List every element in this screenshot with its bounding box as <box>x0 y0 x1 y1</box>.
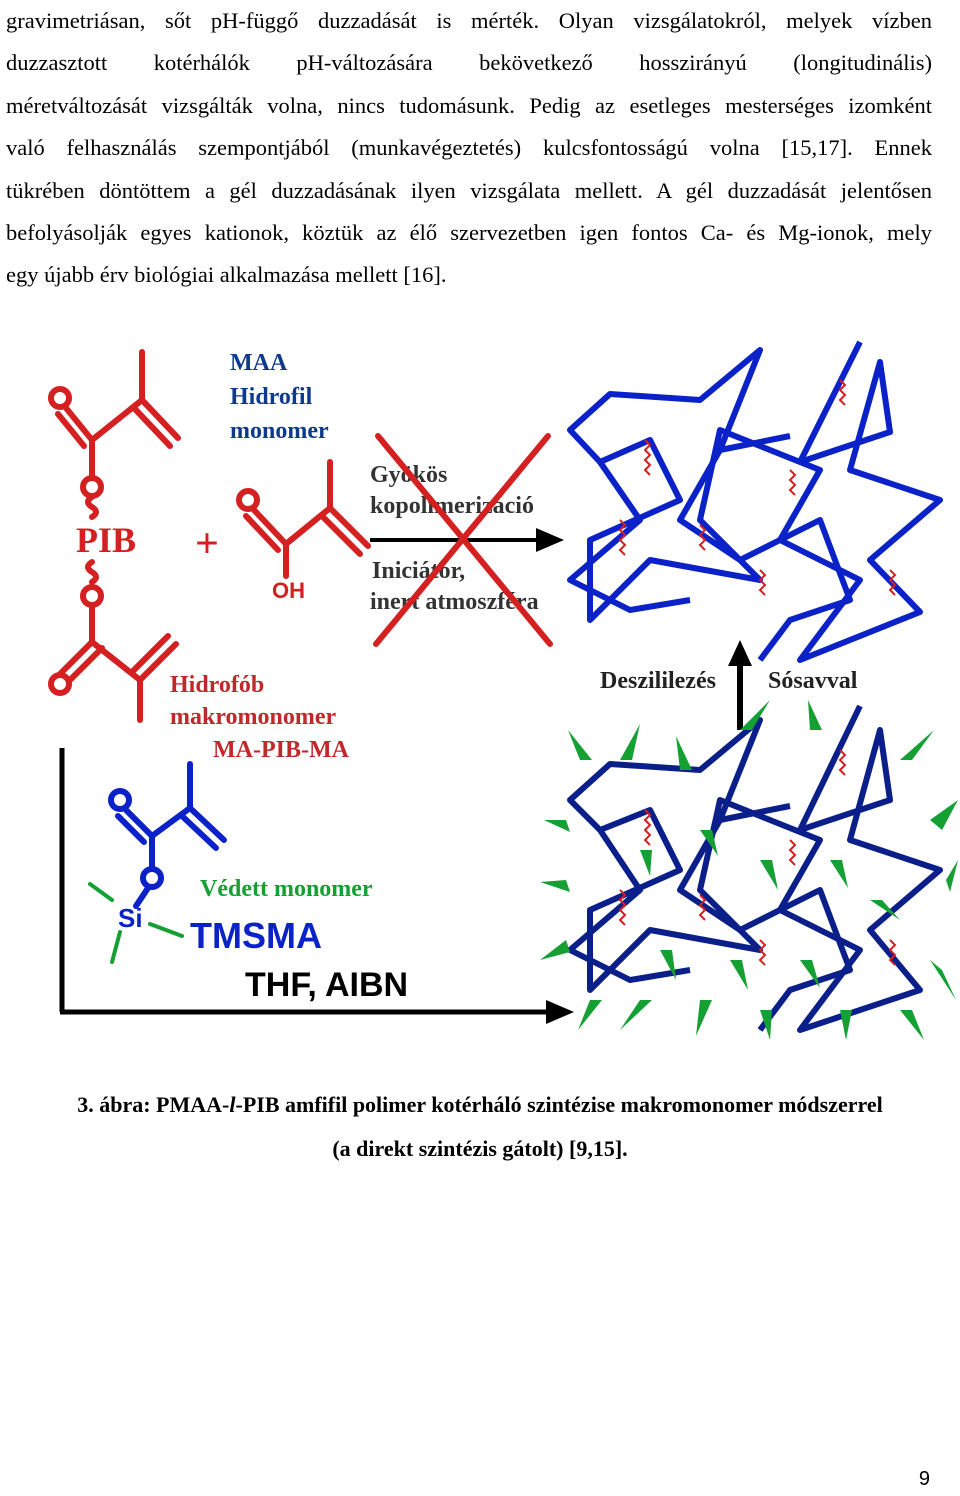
bond <box>123 807 155 839</box>
desilylation-label: Deszililezés <box>600 668 716 694</box>
bond <box>139 397 181 441</box>
paragraph-line: tükrében döntöttem a gél duzzadásának il… <box>6 177 932 203</box>
caption-text: 3. ábra: PMAA- <box>77 1092 230 1117</box>
lower-crosslinks <box>618 749 897 966</box>
oxygen-atom <box>140 866 164 890</box>
hydrophobic-label: Hidrofób <box>170 672 264 698</box>
reaction-arrow-head <box>536 528 564 552</box>
blocked-cross-icon <box>373 433 553 647</box>
bond <box>251 507 289 547</box>
bond <box>133 885 151 909</box>
oxygen-atom <box>48 386 72 410</box>
bond <box>137 641 179 683</box>
si-label: Si <box>118 903 143 933</box>
caption-text: -PIB amfifil polimer kotérháló szintézis… <box>235 1092 883 1117</box>
tmsma-structure <box>108 761 227 909</box>
synthesis-figure: PIB + OH MAA Hidrofil monomer Gyökös kop… <box>0 330 960 1050</box>
macromonomer-label: makromonomer <box>170 704 337 730</box>
bond <box>179 813 219 851</box>
bond <box>67 645 105 683</box>
ma-pib-ma-structure <box>48 349 181 723</box>
hcl-label: Sósavval <box>768 668 858 694</box>
upper-network <box>567 340 943 663</box>
bond <box>115 813 147 845</box>
up-arrow-head <box>728 640 752 666</box>
tms-pendant-groups <box>540 700 958 1040</box>
upper-crosslinks <box>618 379 897 596</box>
paragraph-line: méretváltozását vizsgálták volna, nincs … <box>6 92 932 118</box>
paragraph-line: befolyásolják egyes kationok, köztük az … <box>6 219 932 245</box>
maa-label: MAA <box>230 350 288 376</box>
solvent-label: THF, AIBN <box>245 966 408 1004</box>
ma-pib-ma-label: MA-PIB-MA <box>213 737 350 763</box>
protected-monomer-label: Védett monomer <box>200 876 373 902</box>
paragraph-line: való felhasználás szempontjából (munkavé… <box>6 135 932 161</box>
oxygen-atom <box>236 488 260 512</box>
plus-sign: + <box>195 521 219 567</box>
caption-italic: l <box>229 1092 236 1117</box>
figure-diagram: PIB + OH MAA Hidrofil monomer Gyökös kop… <box>48 340 958 1040</box>
oxygen-atom <box>80 584 104 608</box>
bond <box>63 405 95 443</box>
figure-caption-line-2: (a direkt szintézis gátolt) [9,15]. <box>332 1136 628 1161</box>
silyl-methyl-bonds <box>88 882 184 964</box>
bond <box>55 411 87 449</box>
body-paragraph: gravimetriásan, sőt pH-függő duzzadását … <box>6 0 932 297</box>
bond <box>243 513 281 553</box>
wavy-bond <box>85 494 99 520</box>
page-number: 9 <box>918 1468 930 1490</box>
paragraph-line: gravimetriásan, sőt pH-függő duzzadását … <box>6 8 932 33</box>
l-arrow-head <box>546 1000 574 1024</box>
tmsma-label: TMSMA <box>190 915 322 956</box>
bond <box>129 633 171 675</box>
bond <box>131 405 173 449</box>
oxygen-atom <box>80 475 104 499</box>
oh-label: OH <box>272 578 305 603</box>
copolymerization-label: kopolimerizáció <box>370 493 534 519</box>
paragraph-line: duzzasztott kotérhálók pH-változására be… <box>6 50 932 76</box>
maa-structure <box>236 459 371 579</box>
bond <box>327 505 371 549</box>
wavy-bond <box>85 559 99 585</box>
paragraph-line: egy újabb érv biológiai alkalmazása mell… <box>6 262 447 288</box>
oxygen-atom <box>108 788 132 812</box>
lower-network <box>567 704 943 1033</box>
bond <box>187 805 227 843</box>
bond <box>57 639 95 677</box>
bond <box>319 513 363 557</box>
hydrophilic-label: Hidrofil <box>230 384 313 410</box>
figure-caption-line-1: 3. ábra: PMAA-l-PIB amfifil polimer koté… <box>0 1092 960 1118</box>
initiator-label: Iniciátor, <box>372 558 465 584</box>
pib-label: PIB <box>76 520 136 560</box>
oxygen-atom <box>48 672 72 696</box>
bond <box>149 805 193 839</box>
monomer-label: monomer <box>230 418 329 444</box>
